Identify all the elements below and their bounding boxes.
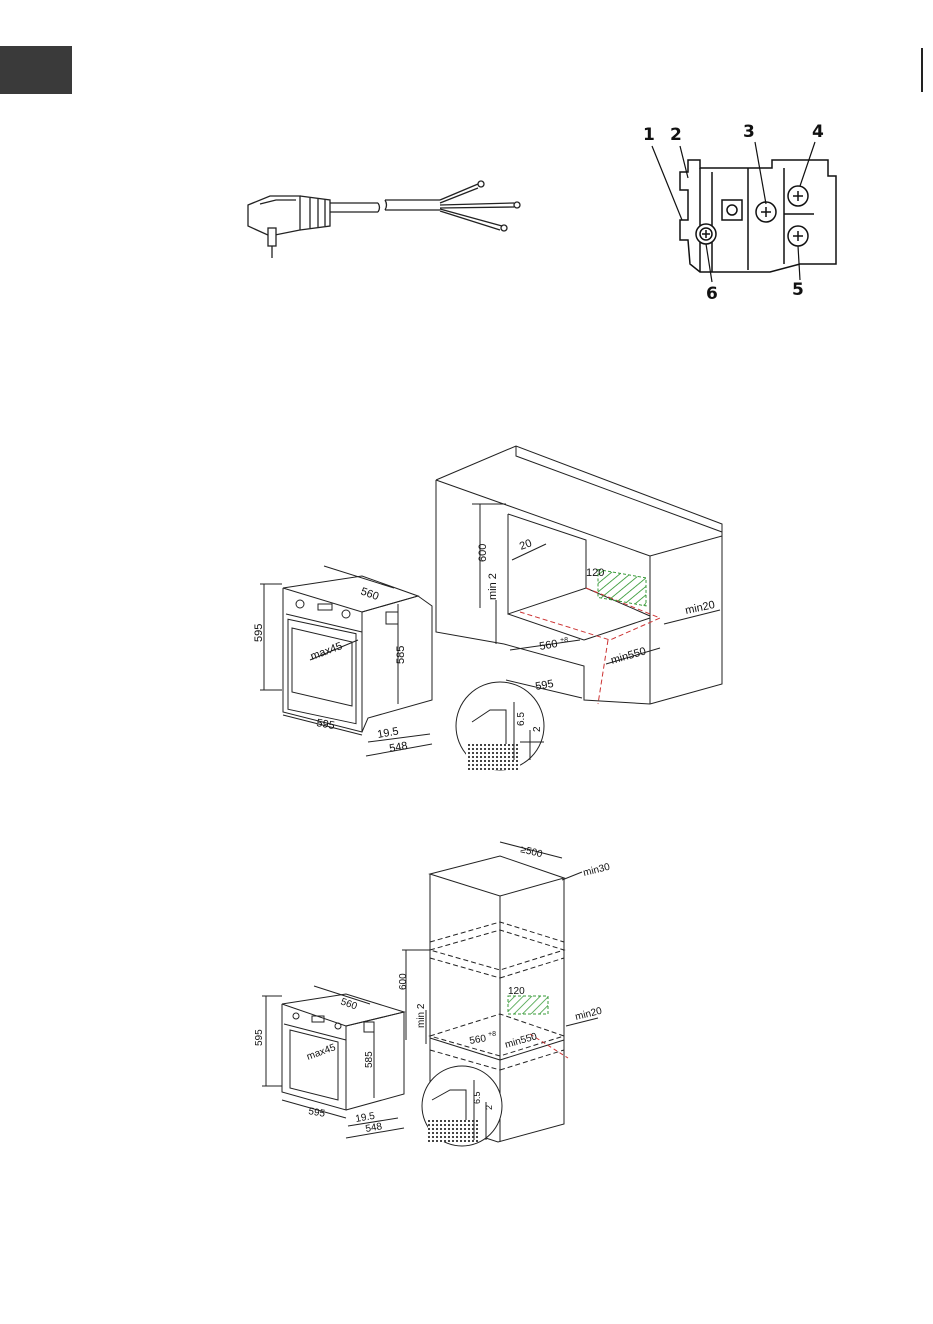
cabinet-height-label: 600 [477,544,489,562]
oven-inner-height-label-2: 585 [364,1051,375,1068]
oven-total-depth-label: 548 [388,740,408,755]
screw-terminal-5 [788,226,808,246]
callout-5: 5 [792,280,804,300]
column-install-diagram: 595 560 585 max45 595 19.5 548 [254,842,612,1146]
column-top-label: min30 [582,862,612,879]
column-width-label: 560 [469,1033,488,1047]
detail-a-label-2: 6.5 [472,1091,482,1104]
cabinet-min-gap-label: min 2 [487,573,499,600]
screw-terminal-3 [756,202,776,222]
oven-drawing-2 [262,986,404,1138]
power-plug-cable [248,181,520,258]
under-counter-install-diagram: 595 560 585 max45 595 19.5 548 [253,446,722,770]
cabinet-vent-label: 120 [586,567,604,579]
column-depth-top-label: ≥500 [519,844,544,860]
column-height-label: 600 [398,973,409,990]
oven-inner-height-label: 585 [395,646,407,664]
oven-handle-label: max45 [309,640,344,663]
callout-4: 4 [812,122,824,142]
cabinet-width-label: 560 [538,638,558,653]
oven-width-label-2: 595 [307,1106,326,1120]
cabinet-side-label: min20 [684,599,716,617]
column-vent-label: 120 [508,986,525,997]
column-width-tolerance: +8 [488,1031,496,1038]
terminal-block [652,142,836,282]
callout-6: 6 [706,284,718,304]
oven-width-label: 595 [315,717,335,732]
callout-1: 1 [643,125,655,145]
detail-b-label: 2 [532,726,543,732]
oven-height-label: 595 [253,624,265,642]
cabinet-depth-label: min550 [610,645,648,666]
callout-3: 3 [743,122,755,142]
column-depth-label: min550 [504,1031,539,1051]
detail-b-label-2: 2 [484,1105,494,1110]
oven-handle-label-2: max45 [305,1042,337,1063]
screw-terminal-6 [696,224,716,244]
detail-circle [456,682,544,770]
oven-total-depth-label-2: 548 [365,1121,384,1135]
cabinet-drawing [436,446,722,704]
screw-terminal-4 [788,186,808,206]
detail-a-label: 6.5 [516,712,527,726]
cabinet-width-tolerance: +8 [560,637,568,644]
oven-height-label-2: 595 [254,1029,265,1046]
callout-2: 2 [670,125,682,145]
column-min-gap-label: min 2 [416,1003,427,1028]
